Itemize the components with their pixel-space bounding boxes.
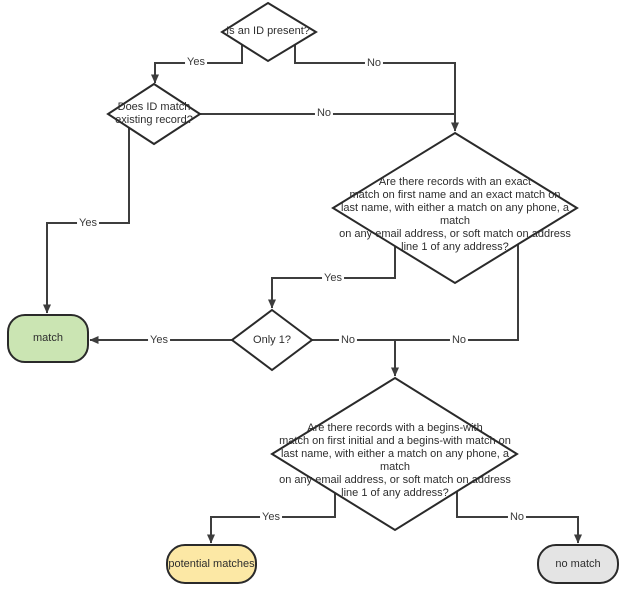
node-only-one-label: Only 1? (253, 334, 291, 346)
node-begins-with-shape (270, 376, 519, 532)
edge-label-id-present-yes: Yes (185, 56, 207, 68)
edge-label-exact-yes: Yes (322, 272, 344, 284)
node-exact-match-label: Are there records with an exact match on… (339, 176, 571, 253)
node-no-match-label: no match (555, 557, 601, 570)
node-match-label: match (33, 332, 63, 344)
node-exact-match-shape (331, 131, 579, 285)
node-match-shape (7, 314, 89, 363)
node-potential-matches-label: potential matches (168, 557, 255, 570)
edge-label-only-one-no: No (338, 334, 358, 346)
edge-label-only-one-yes: Yes (148, 334, 170, 346)
node-potential-matches-shape (166, 544, 257, 584)
node-no-match-shape (537, 544, 619, 584)
node-begins-with-label: Are there records with a begins-with mat… (279, 422, 511, 499)
node-is-id-present-shape (220, 1, 318, 63)
edge-label-begins-yes: Yes (260, 511, 282, 523)
edge-label-id-match-no: No (314, 107, 334, 119)
node-does-id-match-shape (106, 82, 202, 146)
edge-label-id-match-yes: Yes (77, 217, 99, 229)
edge-label-id-present-no: No (364, 57, 384, 69)
node-does-id-match-label: Does ID match existing record? (115, 101, 193, 126)
edge-label-exact-no: No (449, 334, 469, 346)
node-is-id-present-label: Is an ID present? (226, 25, 310, 37)
edge-label-begins-no: No (507, 511, 527, 523)
node-only-one-shape (230, 308, 314, 372)
